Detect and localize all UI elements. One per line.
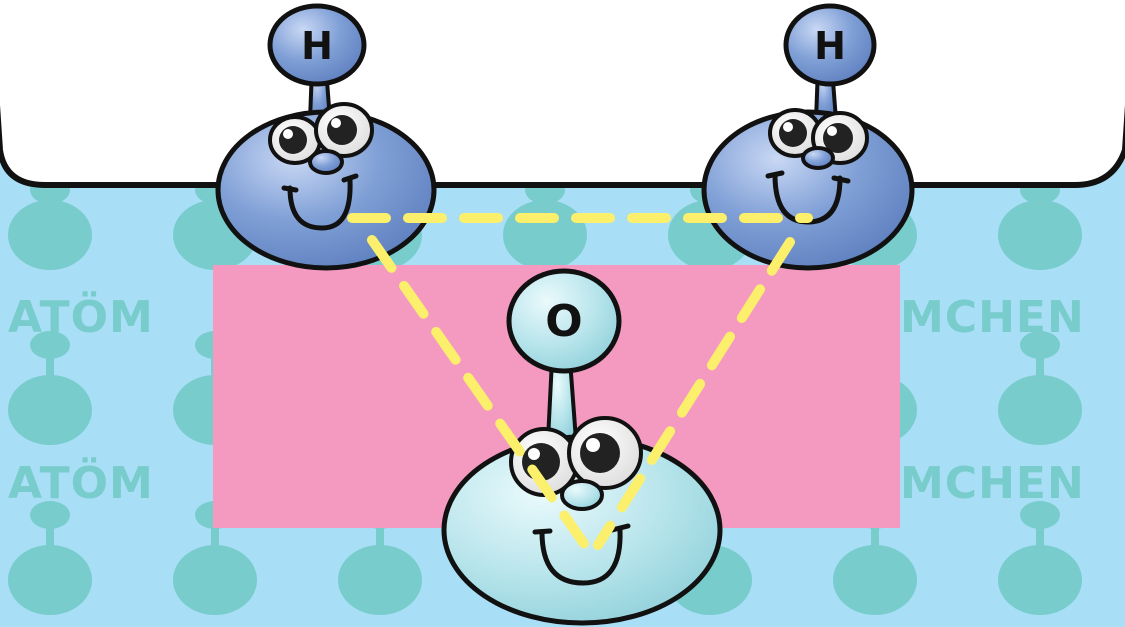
pattern-atom (998, 331, 1082, 445)
watermark-text: ATÖM (8, 290, 154, 343)
pattern-atom (8, 501, 92, 615)
bond-angle-lines (347, 213, 813, 550)
air-area (0, 0, 1125, 188)
hydrogen-label: H (814, 24, 846, 68)
pattern-atom (998, 176, 1082, 270)
pattern-atom (8, 331, 92, 445)
oxygen-atom: O (441, 268, 723, 626)
hydrogen-atom-left: H (215, 3, 437, 271)
watermark-text: MCHEN (900, 292, 1085, 343)
hydrogen-atom-right: H (701, 3, 915, 271)
hydrogen-label: H (301, 24, 333, 68)
watermark-text: ATÖM (8, 456, 154, 509)
watermark-text: MCHEN (900, 458, 1085, 509)
oxygen-label: O (545, 296, 582, 347)
pattern-atom (998, 501, 1082, 615)
watermark: ATÖM MCHEN ATÖM MCHEN (8, 290, 1085, 509)
